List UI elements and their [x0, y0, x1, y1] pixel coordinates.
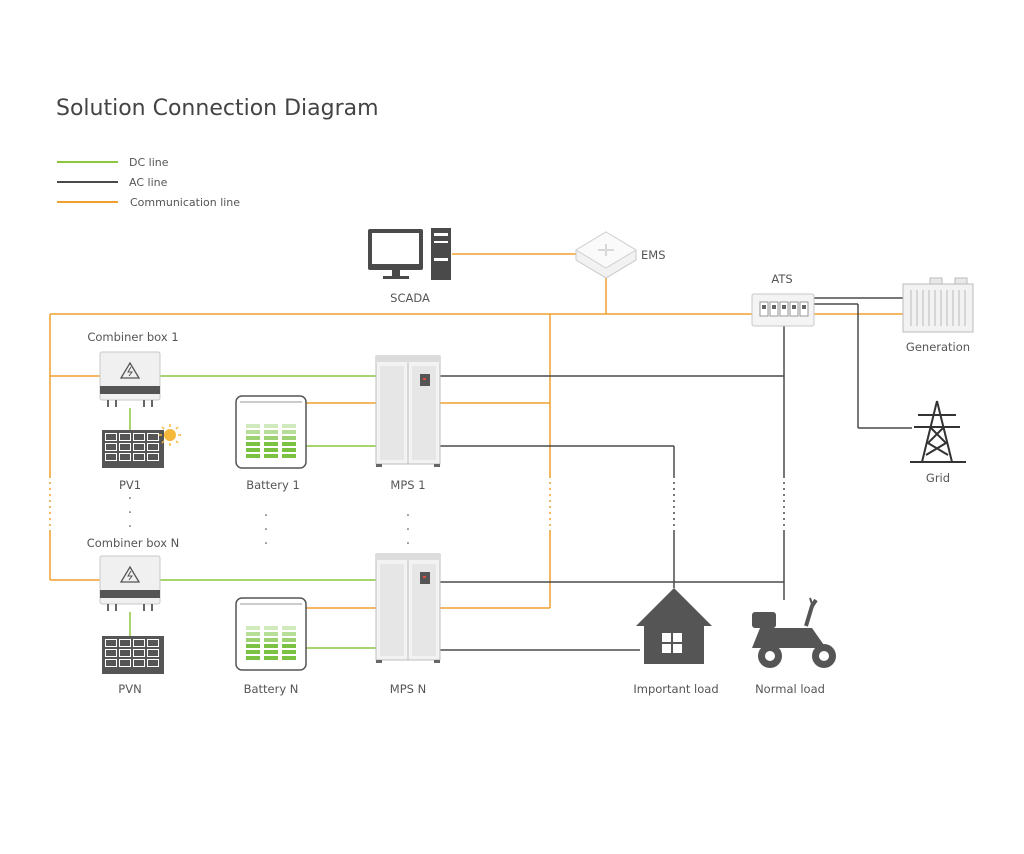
- communication-lines: [49, 253, 903, 609]
- battery-n-node: Battery N: [235, 597, 307, 696]
- svg-text:·: ·: [406, 508, 410, 524]
- scada-node: SCADA: [368, 228, 451, 305]
- pv-1-label: PV1: [119, 478, 141, 492]
- ats-label: ATS: [771, 272, 792, 286]
- pv-1-node: PV1: [102, 424, 181, 492]
- important-load-label: Important load: [633, 682, 718, 696]
- mps-1-node: MPS 1: [375, 355, 441, 492]
- mps-n-label: MPS N: [390, 682, 426, 696]
- generator-icon: [902, 277, 974, 333]
- power-cabinet-icon: [375, 553, 441, 663]
- mps-1-label: MPS 1: [390, 478, 425, 492]
- solar-panel-icon: [102, 430, 164, 468]
- combiner-box-n-node: Combiner box N: [87, 536, 180, 611]
- generation-node: Generation: [902, 277, 974, 354]
- network-switch-icon: [575, 231, 637, 279]
- ats-node: ATS: [751, 272, 815, 327]
- svg-text:·: ·: [128, 505, 132, 521]
- battery-1-label: Battery 1: [246, 478, 300, 492]
- combiner-box-n-label: Combiner box N: [87, 536, 180, 550]
- transmission-tower-icon: [910, 400, 966, 463]
- battery-cabinet-icon: [235, 395, 307, 469]
- scada-label: SCADA: [390, 291, 430, 305]
- pv-n-label: PVN: [118, 682, 141, 696]
- computer-tower-icon: [431, 228, 451, 280]
- combiner-box-1-label: Combiner box 1: [87, 330, 178, 344]
- svg-text:·: ·: [264, 522, 268, 538]
- battery-1-node: Battery 1: [235, 395, 307, 492]
- pv-n-node: PVN: [102, 636, 164, 696]
- switch-panel-icon: [751, 293, 815, 327]
- combiner-box-icon: [99, 351, 161, 407]
- house-icon: [636, 588, 712, 664]
- combiner-box-icon: [99, 555, 161, 611]
- legend: DC line AC line Communication line: [57, 156, 240, 209]
- power-cabinet-icon: [375, 355, 441, 467]
- mps-n-node: MPS N: [375, 553, 441, 696]
- ems-node: EMS: [575, 231, 666, 279]
- ac-continuation: [673, 482, 785, 528]
- svg-text:·: ·: [128, 491, 132, 507]
- dc-lines: [129, 375, 376, 649]
- diagram-title: Solution Connection Diagram: [56, 96, 379, 121]
- continuation-dots: · · · · · · · · ·: [128, 491, 410, 552]
- legend-dc-label: DC line: [129, 156, 169, 169]
- grid-label: Grid: [926, 471, 950, 485]
- communication-continuation: [49, 482, 551, 528]
- battery-cabinet-icon: [235, 597, 307, 671]
- svg-text:·: ·: [406, 522, 410, 538]
- legend-comm-label: Communication line: [130, 196, 240, 209]
- monitor-icon: [368, 229, 423, 279]
- battery-n-label: Battery N: [244, 682, 299, 696]
- svg-text:·: ·: [264, 536, 268, 552]
- legend-ac-label: AC line: [129, 176, 168, 189]
- normal-load-label: Normal load: [755, 682, 825, 696]
- svg-text:·: ·: [128, 519, 132, 535]
- combiner-box-1-node: Combiner box 1: [87, 330, 179, 407]
- important-load-node: Important load: [633, 588, 719, 696]
- svg-text:·: ·: [406, 536, 410, 552]
- generation-label: Generation: [906, 340, 970, 354]
- normal-load-node: Normal load: [752, 597, 836, 696]
- scooter-icon: [752, 597, 836, 668]
- svg-text:·: ·: [264, 508, 268, 524]
- ems-label: EMS: [641, 248, 666, 262]
- grid-node: Grid: [910, 400, 966, 485]
- sun-icon: [159, 424, 181, 446]
- solar-panel-icon: [102, 636, 164, 674]
- ac-lines: [440, 297, 912, 651]
